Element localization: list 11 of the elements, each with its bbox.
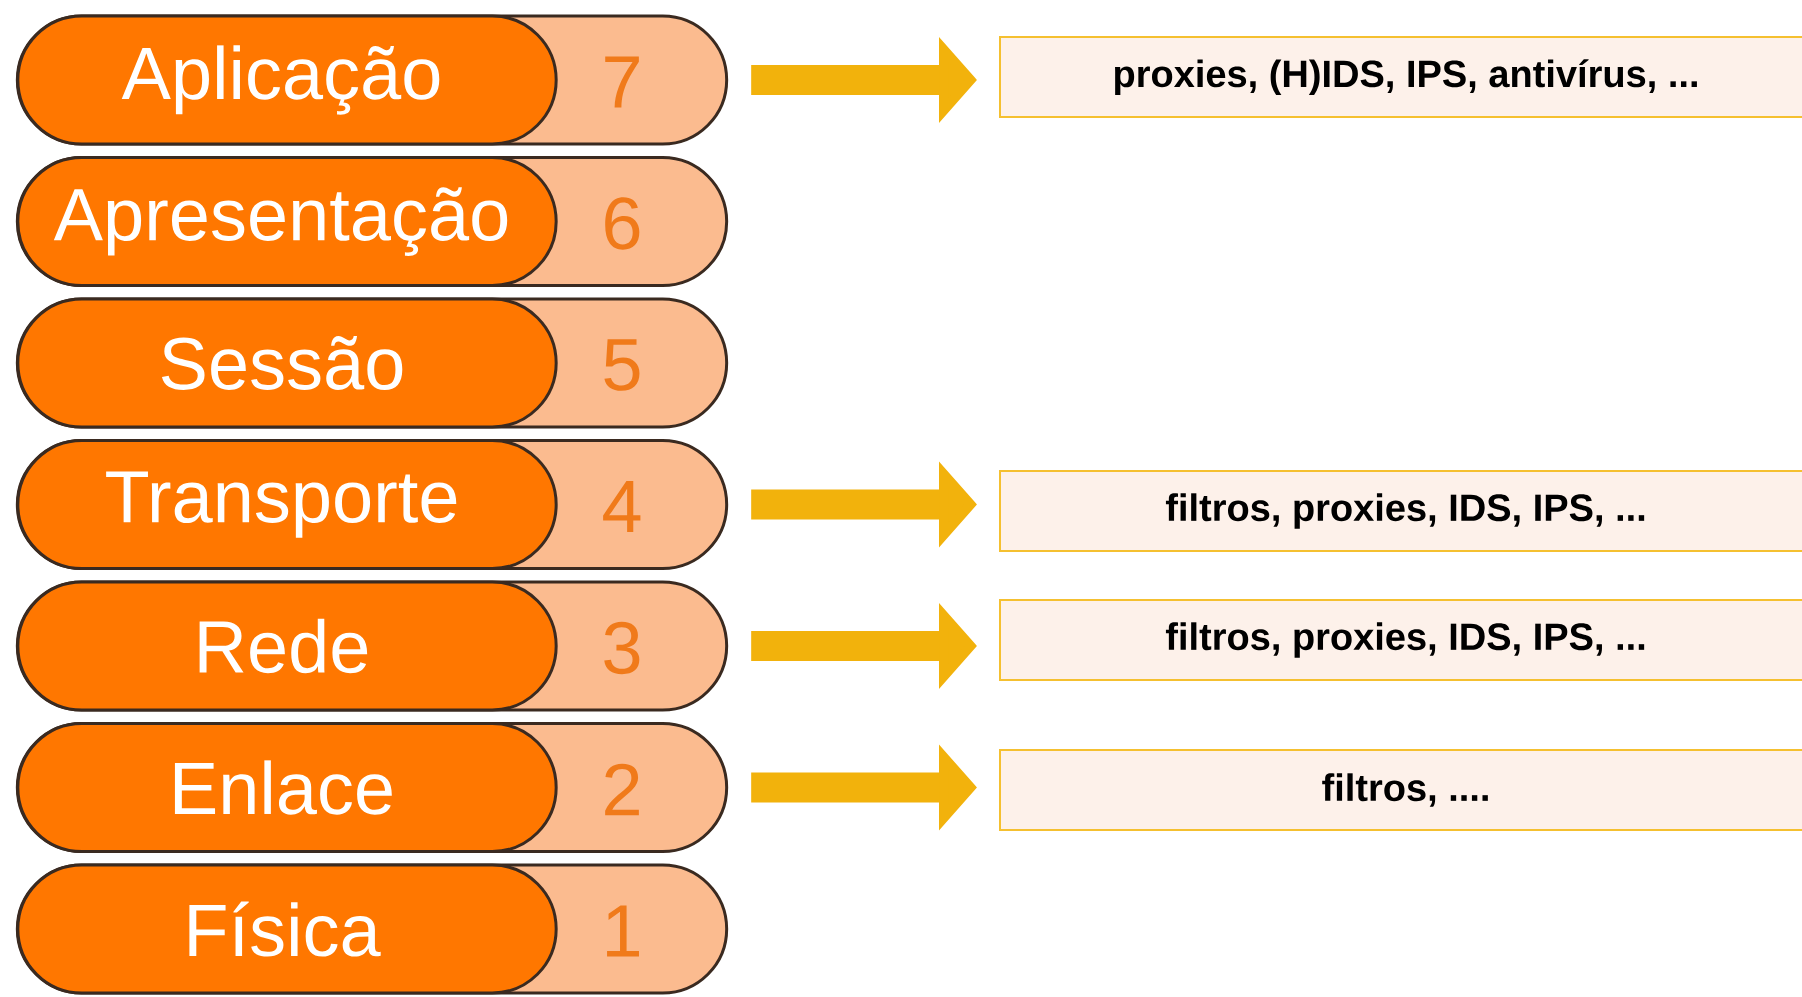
text-box: filtros, proxies, IDS, IPS, ... [999,470,1802,552]
text-box: proxies, (H)IDS, IPS, antivírus, ... [999,36,1802,118]
text-box: filtros, proxies, IDS, IPS, ... [999,599,1802,681]
layer-pill: Rede 3 [15,580,729,712]
text-box: filtros, .... [999,749,1802,831]
layer-pill: Aplicação 7 [15,14,729,146]
layer-pill: Transporte 4 [15,439,729,570]
layer-pill: Apresentação 6 [15,156,729,287]
layer-pill: Física 1 [15,863,729,995]
layer-pill: Sessão 5 [15,297,729,429]
layer-pill: Enlace 2 [15,722,729,853]
